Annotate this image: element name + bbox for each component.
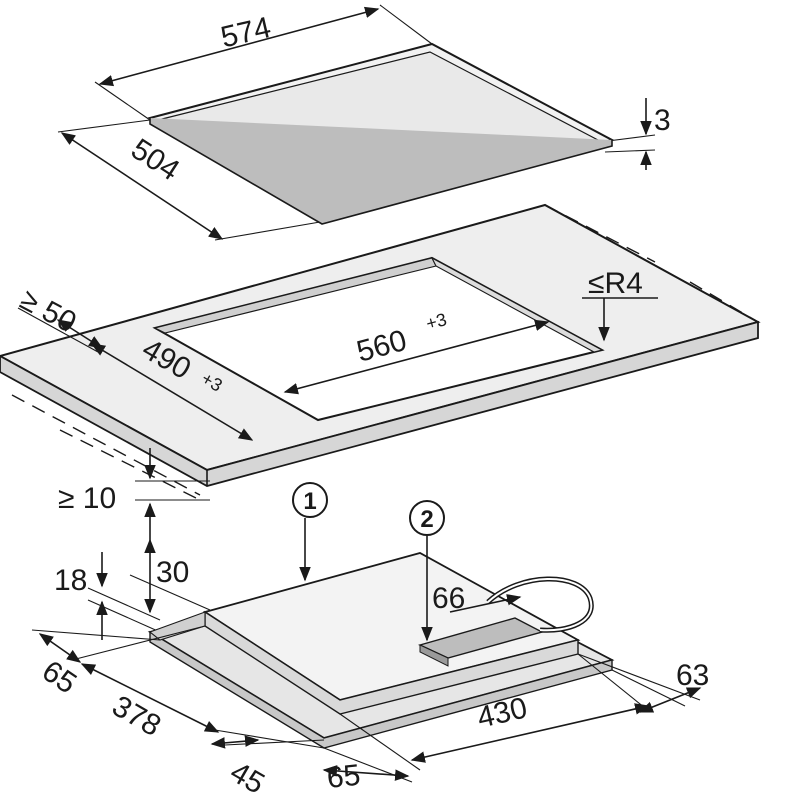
label-ge-10: ≥ 10 — [58, 482, 116, 515]
dim-45: 45 — [210, 735, 325, 800]
label-66: 66 — [432, 582, 465, 615]
label-45: 45 — [225, 755, 270, 800]
label-18: 18 — [54, 564, 87, 597]
label-574: 574 — [218, 11, 274, 54]
label-le-r4: ≤R4 — [588, 267, 643, 300]
dim-height-18: 18 — [54, 552, 161, 640]
dim-cable-66: 66 — [432, 582, 522, 615]
label-504: 504 — [125, 133, 185, 188]
label-560: 560 — [353, 324, 410, 369]
label-3: 3 — [654, 104, 671, 137]
appliance-body — [147, 552, 615, 749]
dim-cooktop-thickness: 3 — [640, 98, 671, 170]
callout-2: 2 — [409, 500, 445, 642]
dim-height-30: 30 — [129, 538, 211, 614]
dim-min-under-clearance: ≥ 10 — [58, 448, 210, 540]
label-65-bottom: 65 — [325, 759, 362, 795]
dim-cutout-width: 560 +3 — [283, 309, 550, 395]
label-378: 378 — [107, 689, 167, 743]
label-65-left: 65 — [36, 654, 82, 700]
dim-63: 63 — [577, 653, 709, 713]
label-63: 63 — [676, 659, 709, 692]
dim-corner-radius: ≤R4 — [582, 267, 658, 342]
callout-2-number: 2 — [420, 506, 433, 533]
label-30: 30 — [156, 556, 189, 589]
label-ge-50: ≥ 50 — [15, 283, 82, 339]
callout-1-number: 1 — [303, 488, 316, 515]
cooktop-panel — [57, 4, 656, 241]
dim-65-bottom: 65 — [322, 747, 413, 795]
callout-1: 1 — [292, 482, 328, 582]
label-560-tolerance: +3 — [424, 309, 449, 334]
